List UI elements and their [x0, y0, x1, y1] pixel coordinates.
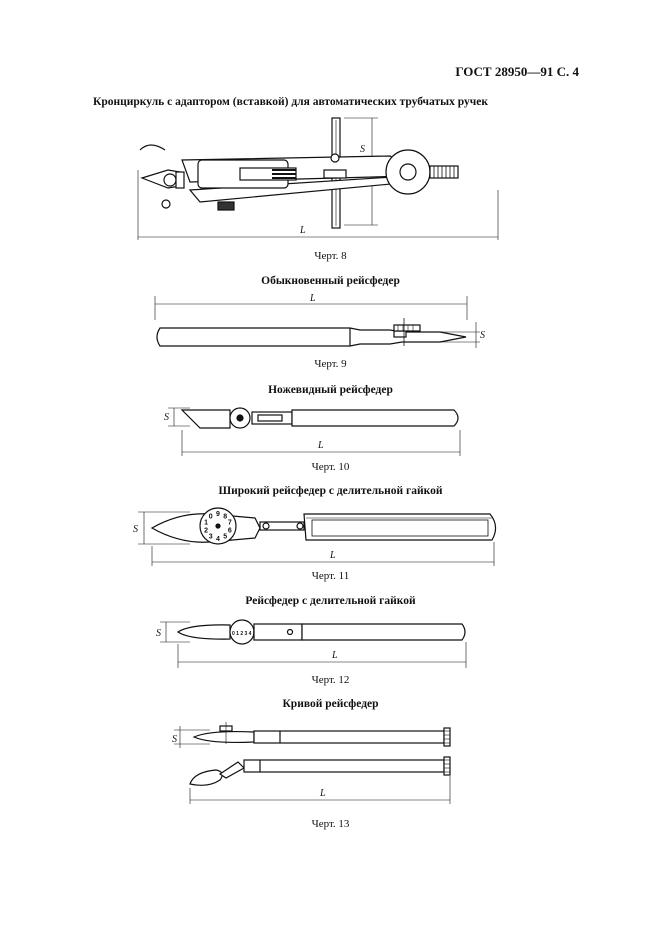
figure-8-dim-l: L [299, 225, 306, 236]
figure-12-title: Рейсфедер с делительной гайкой [245, 595, 416, 607]
figure-9-dim-l: L [309, 293, 316, 304]
figure-10-drawing: S L [164, 407, 461, 456]
figure-12-caption: Черт. 12 [311, 674, 350, 686]
figure-8-caption: Черт. 8 [314, 250, 347, 262]
nut-digit: 3 [209, 534, 213, 541]
figure-10-caption: Черт. 10 [311, 461, 350, 473]
figure-9-drawing: L S [154, 293, 485, 348]
figure-11-title: Широкий рейсфедер с делительной гайкой [218, 485, 443, 497]
figure-8-dim-s: S [360, 144, 365, 155]
figure-10-dim-s: S [164, 412, 169, 423]
figure-8-drawing: S L [137, 117, 499, 240]
nut-digit: 2 [204, 527, 208, 534]
figure-8-title: Кронциркуль с адаптором (вставкой) для а… [93, 96, 488, 108]
figure-13-dim-l: L [319, 788, 326, 799]
figure-12-dim-s: S [156, 628, 161, 639]
nut-digit: 1 [204, 520, 208, 527]
page-header: ГОСТ 28950—91 С. 4 [455, 64, 579, 79]
figure-13-caption: Черт. 13 [311, 818, 350, 830]
figure-13-title: Кривой рейсфедер [282, 698, 379, 710]
nut-digit: 0 [209, 513, 213, 520]
figure-11-dim-l: L [329, 550, 336, 561]
figure-11-caption: Черт. 11 [311, 570, 350, 582]
figure-9-dim-s: S [480, 330, 485, 341]
figure-9-title: Обыкновенный рейсфедер [261, 275, 400, 287]
nut-digit: 9 [216, 511, 220, 518]
nut-digit: 5 [223, 534, 227, 541]
figure-12-nut-digits: 0 1 2 3 4 5 6 7 8 9 [232, 631, 273, 637]
figure-13-drawing: S L [172, 722, 451, 804]
figure-12-dim-l: L [331, 650, 338, 661]
nut-digit: 7 [228, 520, 232, 527]
nut-digit: 8 [223, 513, 227, 520]
figure-12-drawing: S 0 1 2 3 4 5 6 7 8 9 L [156, 619, 467, 668]
figure-11-dim-s: S [133, 524, 138, 535]
nut-digit: 4 [216, 536, 220, 543]
nut-digit: 6 [228, 527, 232, 534]
figure-10-title: Ножевидный рейсфедер [268, 384, 393, 396]
figure-10-dim-l: L [317, 440, 324, 451]
figure-13-dim-s: S [172, 734, 177, 745]
figure-9-caption: Черт. 9 [314, 358, 347, 370]
